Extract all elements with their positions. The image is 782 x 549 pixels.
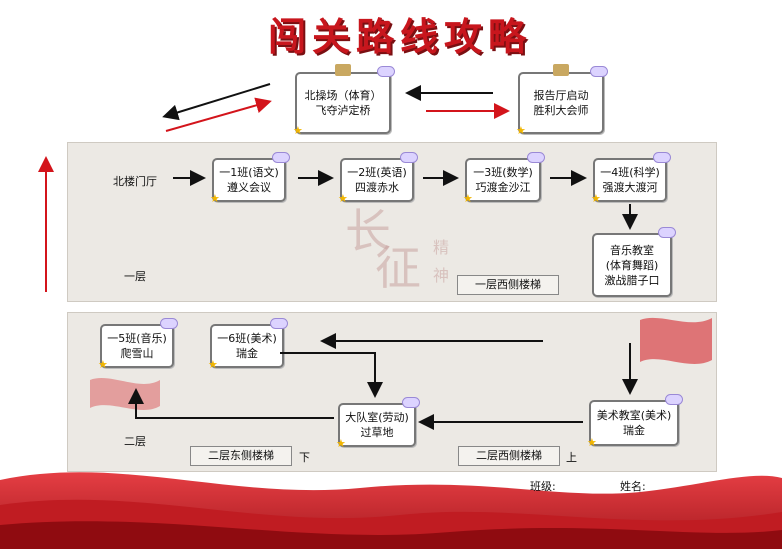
card-line: 一3班(数学) xyxy=(473,166,533,179)
floor2-east-mark: 下 xyxy=(299,451,310,464)
card-line: 巧渡金沙江 xyxy=(475,181,531,194)
name-label: 姓名: xyxy=(620,480,646,493)
card-line: 瑞金 xyxy=(623,424,645,437)
cloud-icon xyxy=(658,227,676,238)
card-class-2: 一2班(英语) 四渡赤水 ★ xyxy=(338,152,418,205)
floor1-west-stairs: 一层西侧楼梯 xyxy=(457,275,559,295)
floor1-label: 一层 xyxy=(124,270,146,283)
cloud-icon xyxy=(653,152,671,163)
watermark-char: 神 xyxy=(433,266,450,285)
card-playground: 北操场（体育） 飞夺泸定桥 ★ xyxy=(293,64,395,137)
card-line: 爬雪山 xyxy=(120,347,154,360)
card-class-4: 一4班(科学) 强渡大渡河 ★ xyxy=(591,152,671,205)
floor1-start: 北楼门厅 xyxy=(113,175,157,188)
star-icon: ★ xyxy=(516,124,526,137)
cloud-icon xyxy=(665,394,683,405)
watermark-char: 征 xyxy=(375,241,421,295)
floor2-east-stairs: 二层东侧楼梯 xyxy=(190,446,292,466)
page-title: 闯关路线攻略 xyxy=(267,14,532,59)
watermark-char: 长 xyxy=(345,204,391,258)
card-art-room: 美术教室(美术) 瑞金 ★ xyxy=(587,394,683,449)
star-icon: ★ xyxy=(98,358,108,371)
card-line: 强渡大渡河 xyxy=(602,181,658,194)
card-class-5: 一5班(音乐) 爬雪山 ★ xyxy=(98,318,178,371)
arrow-red xyxy=(38,97,510,292)
card-line: 一5班(音乐) xyxy=(107,332,167,345)
card-line: 大队室(劳动) xyxy=(345,411,409,424)
card-line: 一4班(科学) xyxy=(600,166,660,179)
star-icon: ★ xyxy=(463,192,473,205)
star-icon: ★ xyxy=(587,436,597,449)
card-line: 美术教室(美术) xyxy=(596,409,672,422)
cloud-icon xyxy=(402,397,420,408)
card-class-6: 一6班(美术) 瑞金 ★ xyxy=(208,318,288,371)
cloud-icon xyxy=(272,152,290,163)
card-line: 音乐教室 xyxy=(610,243,654,257)
cloud-icon xyxy=(400,152,418,163)
card-line: 过草地 xyxy=(360,426,394,439)
cloud-icon xyxy=(377,66,395,77)
star-icon: ★ xyxy=(336,437,346,450)
star-icon: ★ xyxy=(591,192,601,205)
ribbon-decoration xyxy=(335,64,351,76)
ribbon-decoration xyxy=(553,64,569,76)
watermark-char: 精 xyxy=(433,238,450,257)
card-line: 遵义会议 xyxy=(227,181,271,194)
card-line: 四渡赤水 xyxy=(355,181,399,194)
card-line: (体育舞蹈) xyxy=(605,258,659,272)
star-icon: ★ xyxy=(338,192,348,205)
card-line: 一6班(美术) xyxy=(217,332,277,345)
star-icon: ★ xyxy=(208,358,218,371)
card-line: 胜利大会师 xyxy=(533,104,589,117)
card-line: 报告厅启动 xyxy=(533,89,589,102)
floor2-west-mark: 上 xyxy=(566,451,577,464)
card-line: 一1班(语文) xyxy=(219,166,279,179)
card-line: 飞夺泸定桥 xyxy=(315,104,371,117)
cloud-icon xyxy=(270,318,288,329)
class-label: 班级: xyxy=(530,480,556,493)
floor2-label: 二层 xyxy=(124,435,146,448)
card-music-room: 音乐教室 (体育舞蹈) 激战腊子口 xyxy=(592,227,676,297)
card-hall: 报告厅启动 胜利大会师 ★ xyxy=(516,64,608,137)
arrow-black xyxy=(128,83,638,430)
floor2-west-stairs: 二层西侧楼梯 xyxy=(458,446,560,466)
star-icon: ★ xyxy=(210,192,220,205)
cloud-icon xyxy=(590,66,608,77)
card-line: 激战腊子口 xyxy=(604,273,660,287)
star-icon: ★ xyxy=(293,124,303,137)
card-line: 一2班(英语) xyxy=(347,166,407,179)
card-line: 北操场（体育） xyxy=(304,89,382,102)
cloud-icon xyxy=(527,152,545,163)
card-class-1: 一1班(语文) 遵义会议 ★ xyxy=(210,152,290,205)
card-line: 瑞金 xyxy=(236,347,258,360)
card-class-3: 一3班(数学) 巧渡金沙江 ★ xyxy=(463,152,545,205)
cloud-icon xyxy=(160,318,178,329)
card-brigade-room: 大队室(劳动) 过草地 ★ xyxy=(336,397,420,450)
